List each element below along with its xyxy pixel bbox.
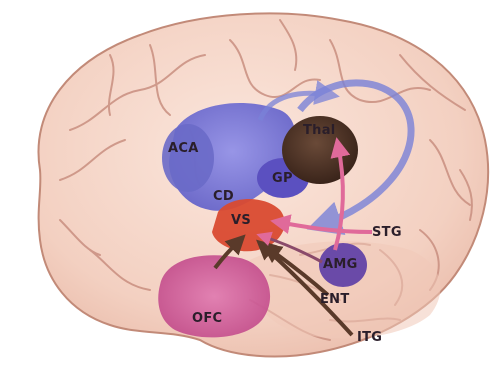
label-vs: VS bbox=[231, 213, 251, 228]
label-amg: AMG bbox=[323, 257, 358, 272]
label-thal: Thal bbox=[303, 123, 336, 138]
label-aca: ACA bbox=[168, 141, 199, 156]
label-ent: ENT bbox=[320, 292, 350, 307]
label-cd: CD bbox=[213, 189, 234, 204]
label-itg: ITG bbox=[357, 330, 382, 345]
label-stg: STG bbox=[372, 225, 402, 240]
aca-region bbox=[162, 124, 214, 192]
label-ofc: OFC bbox=[192, 311, 222, 326]
label-gp: GP bbox=[272, 171, 293, 186]
